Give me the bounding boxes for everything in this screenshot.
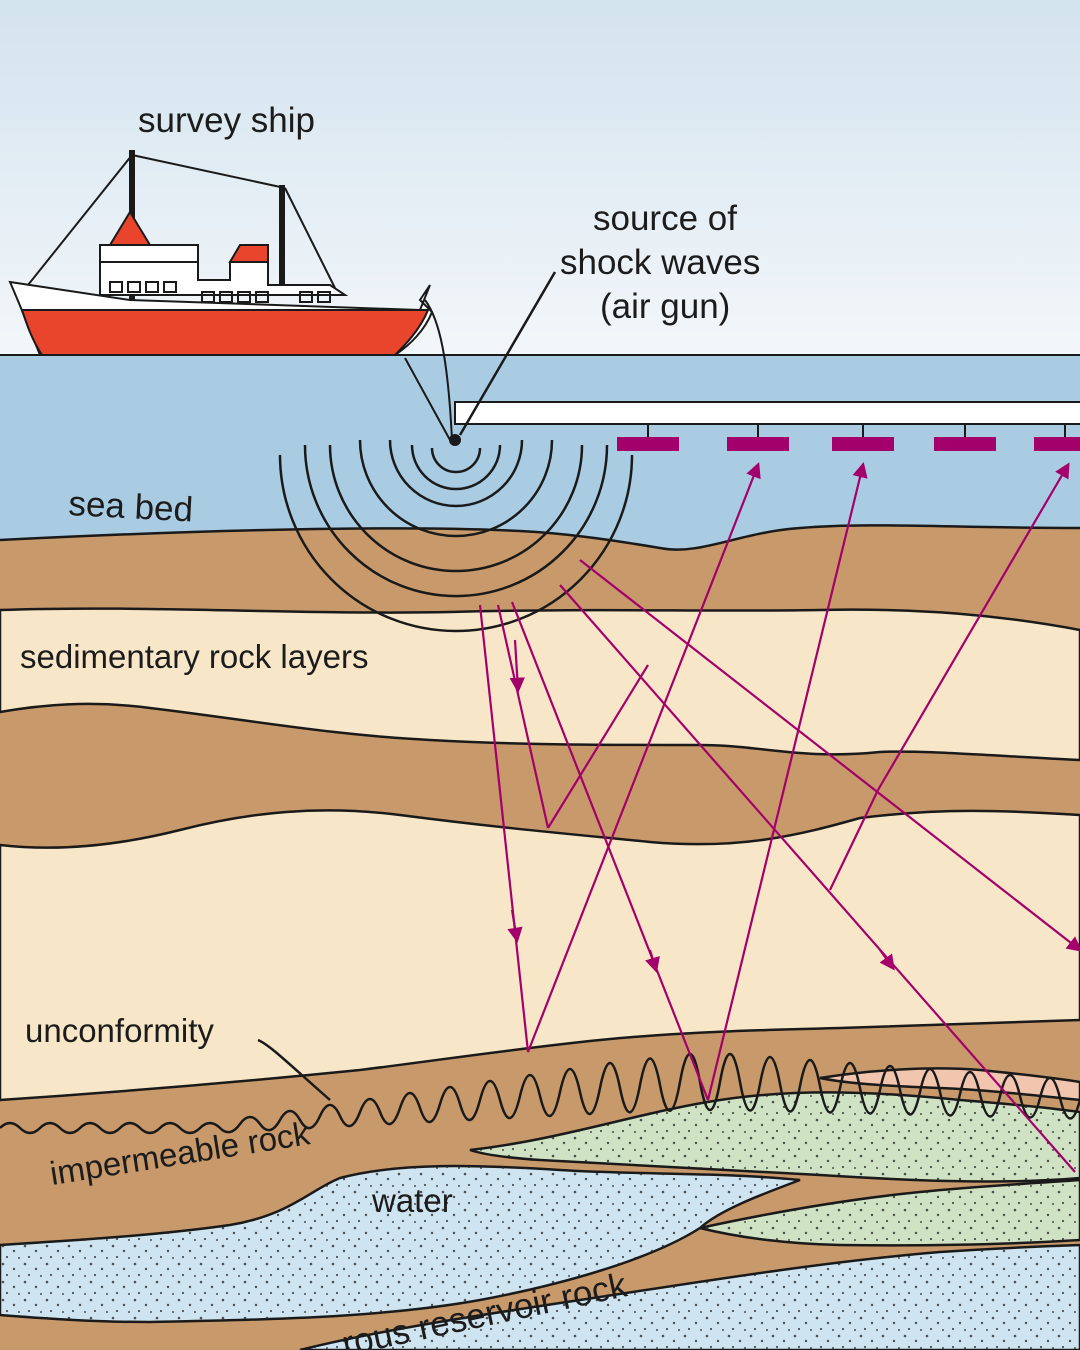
survey-ship-label: survey ship (138, 101, 315, 140)
unconformity-leader-line (257, 1038, 331, 1101)
source-label-line3: (air gun) (600, 287, 730, 326)
air-gun-icon (404, 299, 461, 446)
source-label-line2: shock waves (560, 243, 760, 282)
shock-wave-arcs (278, 439, 634, 633)
water-label: water (371, 1182, 453, 1219)
source-label-line1: source of (593, 199, 737, 238)
sedimentary-label: sedimentary rock layers (20, 638, 368, 675)
streamer-cable (454, 401, 1080, 425)
source-leader-line (458, 271, 557, 436)
hydrophone-icon (617, 424, 1080, 451)
ship-icon (8, 150, 434, 356)
unconformity-label: unconformity (25, 1012, 214, 1049)
seismic-rays (478, 462, 1080, 1173)
sea-bed-label: sea bed (68, 484, 194, 529)
sea-bed-line (0, 524, 1080, 551)
porous-texture (0, 1092, 1080, 1350)
unconformity-line (0, 1052, 1080, 1135)
